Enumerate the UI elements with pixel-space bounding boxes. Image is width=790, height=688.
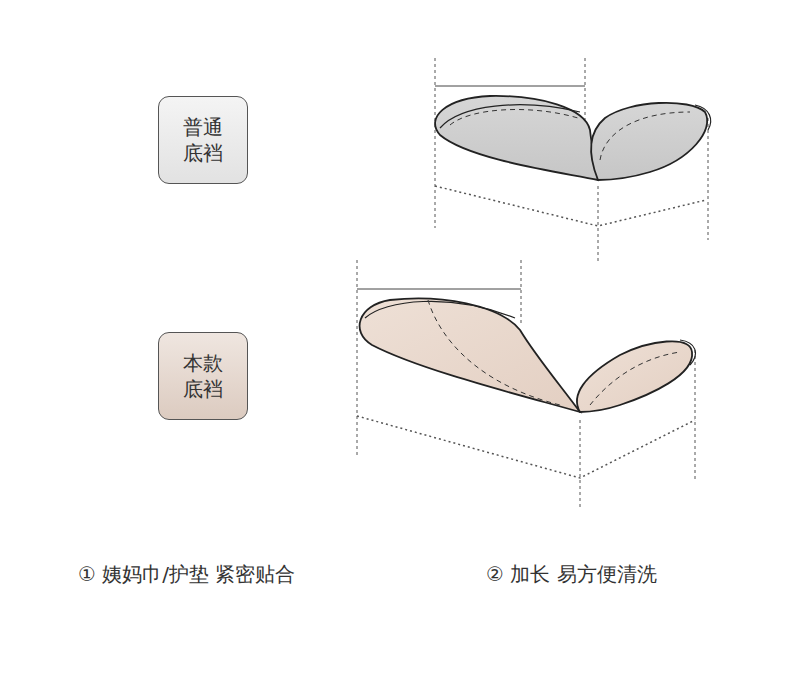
this-gusset <box>357 260 695 510</box>
label-box: 本款 底裆 <box>158 332 248 420</box>
feature-note: ② 加长 易方便清洗 <box>486 561 657 588</box>
feature-note: ① 姨妈巾/护垫 紧密贴合 <box>78 561 295 588</box>
ordinary-gusset <box>435 58 711 262</box>
box-label: 本款 底裆 <box>180 350 226 402</box>
box-label: 普通 底裆 <box>180 114 226 166</box>
label-box: 普通 底裆 <box>158 96 248 184</box>
